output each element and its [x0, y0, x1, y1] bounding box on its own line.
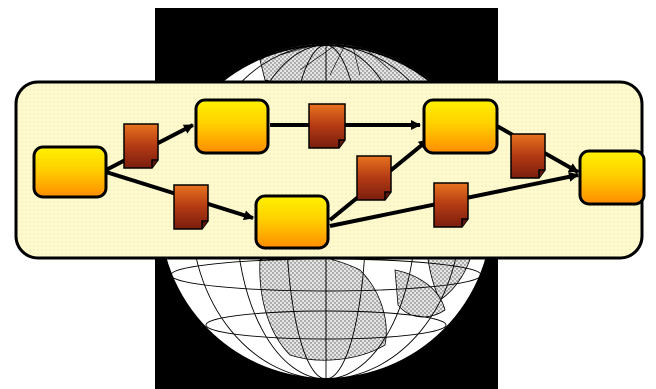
documents [123, 103, 546, 230]
process-node-2 [194, 98, 270, 155]
document-icon [308, 103, 346, 149]
process-node-6 [578, 149, 646, 206]
document-icon [123, 123, 159, 169]
process-node-1 [32, 145, 108, 199]
process-node-4 [422, 98, 499, 155]
document-icon [510, 133, 546, 179]
document-icon [173, 184, 209, 230]
document-icon [433, 182, 469, 228]
nodes [32, 98, 646, 250]
document-icon [356, 155, 392, 201]
process-node-3 [254, 194, 330, 250]
